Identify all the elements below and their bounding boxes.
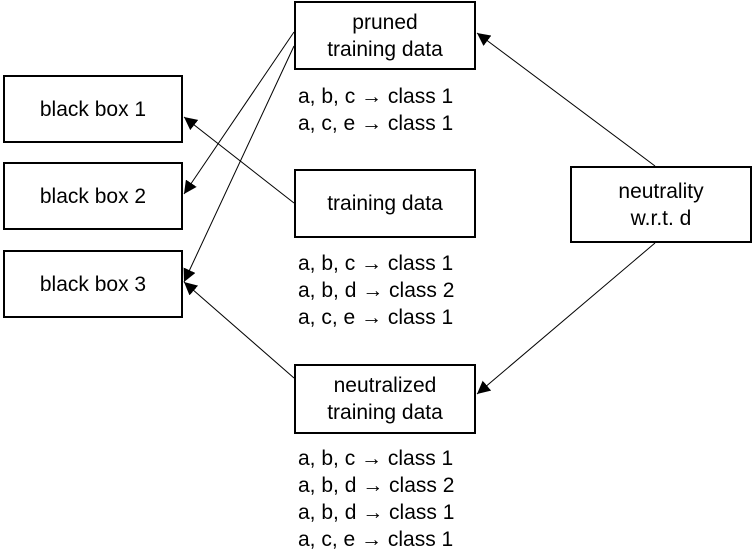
pruned-rules-list: a, b, c → class 1 a, c, e → class 1 xyxy=(298,83,453,137)
rule-item: a, b, c → class 1 xyxy=(298,252,454,275)
rule-item: a, c, e → class 1 xyxy=(298,306,454,329)
arrow-training-to-black-box-1 xyxy=(183,116,295,204)
rule-item: a, b, d → class 2 xyxy=(298,279,455,302)
neutralized-rules-list: a, b, c → class 1 a, b, d → class 2 a, b… xyxy=(298,445,454,553)
rule-item: a, b, d → class 1 xyxy=(298,501,455,524)
black-box-3: black box 3 xyxy=(3,250,183,318)
neutralized-training-data-box: neutralized training data xyxy=(294,364,476,434)
rule-item: a, c, e → class 1 xyxy=(298,112,454,135)
training-data-box: training data xyxy=(294,169,476,238)
arrow-pruned-to-black-box-2 xyxy=(183,31,295,195)
neutrality-box: neutrality w.r.t. d xyxy=(570,166,752,243)
arrow-neutralized-to-black-box-3 xyxy=(183,281,295,379)
rule-item: a, c, e → class 1 xyxy=(298,528,454,551)
rule-item: a, b, d → class 2 xyxy=(298,474,455,497)
arrow-neutrality-to-neutralized xyxy=(476,242,656,395)
rule-item: a, b, c → class 1 xyxy=(298,85,454,108)
rule-item: a, b, c → class 1 xyxy=(298,447,454,470)
black-box-1: black box 1 xyxy=(3,75,183,143)
arrow-pruned-to-black-box-3 xyxy=(183,45,295,283)
arrow-neutrality-to-pruned xyxy=(476,32,656,167)
training-rules-list: a, b, c → class 1 a, b, d → class 2 a, c… xyxy=(298,250,454,331)
black-box-2: black box 2 xyxy=(3,162,183,230)
pruned-training-data-box: pruned training data xyxy=(294,1,476,70)
